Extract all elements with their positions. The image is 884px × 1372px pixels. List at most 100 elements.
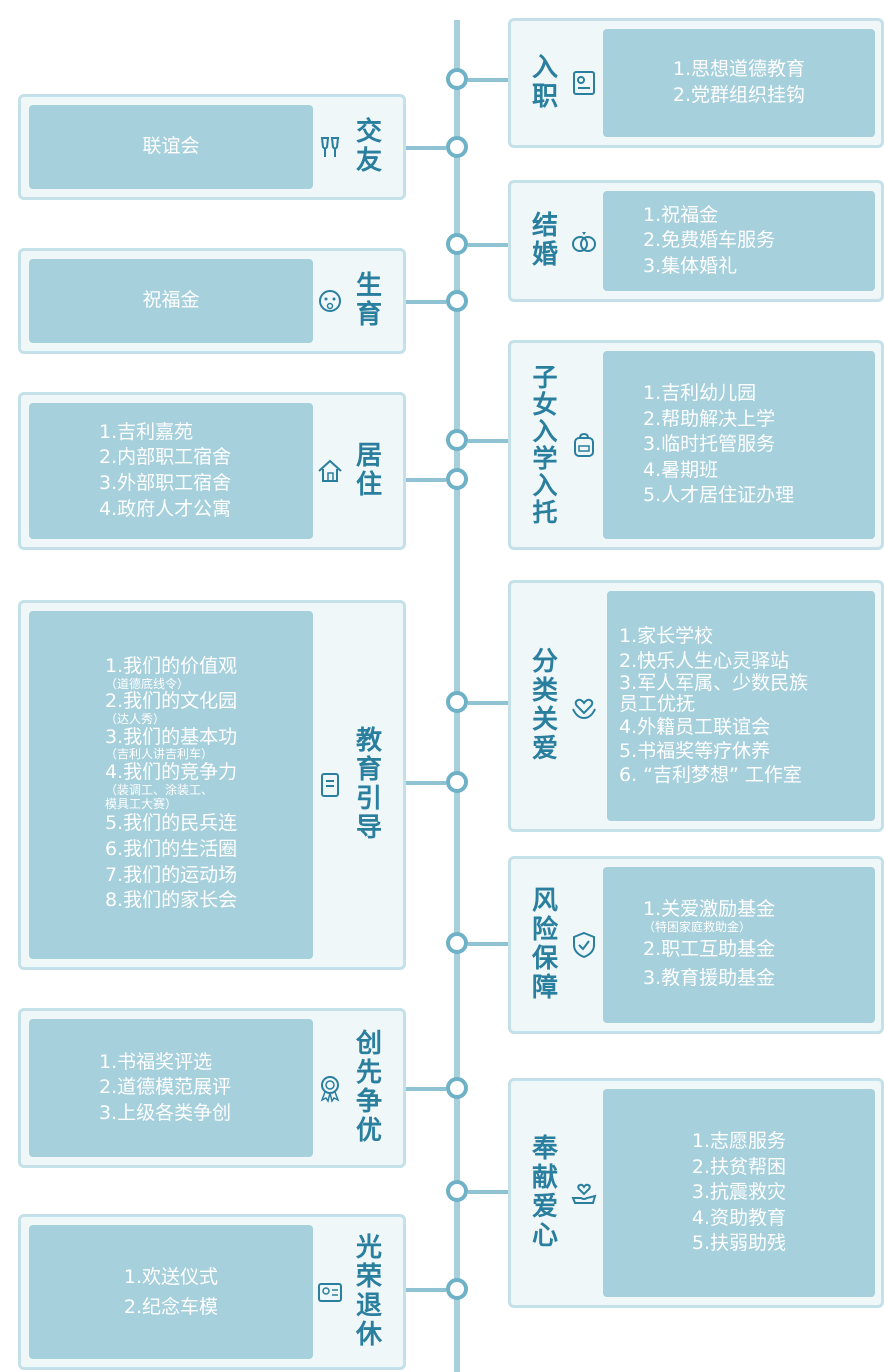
card-title: 奉献爱心 (531, 1133, 558, 1252)
connector (404, 146, 446, 150)
card-jiaoyou: 交友 联谊会 (18, 94, 406, 200)
list-item: 祝福金 (142, 289, 200, 312)
list-item: 2.道德模范展评 (99, 1076, 232, 1099)
list-item: 3.教育援助基金 (643, 966, 776, 989)
card-title: 子女入学入托 (532, 363, 558, 527)
hand-heart-icon (569, 1178, 599, 1208)
list-item: 1.书福奖评选 (99, 1050, 213, 1073)
card-fenlei: 分类关爱 1.家长学校 2.快乐人生心灵驿站 3.军人军属、少数民族 员工优抚 … (508, 580, 884, 832)
list-item: 5.书福奖等疗休养 (619, 740, 771, 763)
card-chuangxian: 创先争优 1.书福奖评选 2.道德模范展评 3.上级各类争创 (18, 1008, 406, 1168)
connector (404, 1087, 446, 1091)
list-item: 7.我们的运动场 (105, 863, 238, 886)
card-title: 教育引导 (355, 725, 382, 844)
list-item: 联谊会 (142, 135, 200, 158)
list-item-note: （特困家庭救助金） (643, 919, 752, 934)
heart-hands-icon (569, 691, 599, 721)
list-item: 1.志愿服务 (691, 1129, 787, 1152)
shield-check-icon (569, 930, 599, 960)
list-item: 4.暑期班 (643, 458, 719, 481)
list-item: 2.我们的文化园 (105, 690, 238, 713)
timeline-node (446, 68, 468, 90)
list-item: 4.政府人才公寓 (99, 497, 232, 520)
connector (468, 1190, 510, 1194)
card-tuixiu: 光荣退休 1.欢送仪式 2.纪念车模 (18, 1214, 406, 1370)
list-item-note: （达人秀） (105, 712, 166, 727)
id-card-icon (569, 68, 599, 98)
certificate-icon (315, 1277, 345, 1307)
document-icon (315, 770, 345, 800)
list-item: 5.我们的民兵连 (105, 812, 238, 835)
list-item: 2.内部职工宿舍 (99, 446, 232, 469)
connector (468, 439, 510, 443)
card-jiehun: 结婚 1.祝福金 2.免费婚车服务 3.集体婚礼 (508, 180, 884, 302)
list-item: 1.吉利幼儿园 (643, 381, 757, 404)
list-item: 2.党群组织挂钩 (672, 84, 806, 106)
list-item: 1.吉利嘉苑 (99, 420, 194, 443)
connector (404, 781, 446, 785)
timeline-node (446, 1180, 468, 1202)
connector (404, 478, 446, 482)
card-title: 风险保障 (531, 885, 558, 1004)
card-zinv: 子女入学入托 1.吉利幼儿园 2.帮助解决上学 3.临时托管服务 4.暑期班 5… (508, 340, 884, 550)
card-fengxian2: 奉献爱心 1.志愿服务 2.扶贫帮困 3.抗震救灾 4.资助教育 5.扶弱助残 (508, 1078, 884, 1308)
list-item: 2.扶贫帮困 (691, 1155, 787, 1178)
list-item: 1.关爱激励基金 (643, 897, 776, 920)
card-title: 生育 (355, 270, 382, 330)
card-title: 光荣退休 (355, 1232, 382, 1351)
card-title: 交友 (355, 116, 382, 176)
card-title: 结婚 (531, 210, 558, 270)
card-ruzhi: 入职 1.思想道德教育 2.党群组织挂钩 (508, 18, 884, 148)
list-item: 4.外籍员工联谊会 (619, 715, 771, 738)
timeline-node (446, 136, 468, 158)
list-item: 3.军人军属、少数民族 (619, 671, 809, 694)
list-item: 6. “吉利梦想” 工作室 (619, 764, 802, 787)
connector (468, 701, 510, 705)
timeline-node (446, 429, 468, 451)
list-item: 3.抗震救灾 (691, 1181, 787, 1204)
list-item: 2.职工互助基金 (643, 938, 776, 961)
list-item: 2.快乐人生心灵驿站 (619, 649, 790, 672)
list-item: 2.免费婚车服务 (643, 229, 776, 252)
card-title: 入职 (531, 52, 558, 112)
baby-icon (315, 286, 345, 316)
timeline-node (446, 468, 468, 490)
card-title: 创先争优 (355, 1028, 382, 1147)
list-item: 4.我们的竞争力 (105, 760, 238, 783)
list-item: 6.我们的生活圈 (105, 838, 238, 861)
card-jiaoyu: 教育引导 1.我们的价值观 （道德底线令） 2.我们的文化园 （达人秀） 3.我… (18, 600, 406, 970)
list-item: 1.家长学校 (619, 625, 714, 648)
list-item-note: （道德底线令） (105, 676, 190, 691)
timeline-node (446, 932, 468, 954)
list-item-note: （装调工、涂装工、 (105, 782, 214, 797)
card-fengxian: 风险保障 1.关爱激励基金 （特困家庭救助金） 2.职工互助基金 3.教育援助基… (508, 856, 884, 1034)
house-icon (315, 456, 345, 486)
card-juzhu: 居住 1.吉利嘉苑 2.内部职工宿舍 3.外部职工宿舍 4.政府人才公寓 (18, 392, 406, 550)
list-item: 1.我们的价值观 (105, 654, 238, 677)
list-item: 3.外部职工宿舍 (99, 472, 232, 494)
list-item: 5.扶弱助残 (691, 1232, 787, 1255)
timeline-node (446, 1278, 468, 1300)
connector (468, 78, 510, 82)
list-item: 3.临时托管服务 (643, 433, 776, 456)
card-shengyu: 生育 祝福金 (18, 248, 406, 354)
list-item: 3.集体婚礼 (643, 254, 738, 277)
timeline-node (446, 290, 468, 312)
list-item: 4.资助教育 (691, 1206, 787, 1229)
list-item: 2.纪念车模 (123, 1296, 219, 1318)
toast-glasses-icon (315, 132, 345, 162)
timeline-node (446, 1077, 468, 1099)
list-item-note: 模具工大赛） (105, 797, 178, 812)
list-item: 1.思想道德教育 (672, 58, 806, 81)
connector (404, 300, 446, 304)
list-item: 5.人才居住证办理 (643, 484, 795, 507)
card-title: 分类关爱 (531, 646, 558, 765)
timeline-node (446, 233, 468, 255)
card-title: 居住 (355, 440, 382, 500)
award-badge-icon (315, 1073, 345, 1103)
list-item: 1.祝福金 (643, 203, 719, 226)
wedding-rings-icon (569, 226, 599, 256)
list-item: 8.我们的家长会 (105, 889, 238, 912)
list-item: 2.帮助解决上学 (643, 407, 776, 430)
list-item: 1.欢送仪式 (123, 1265, 219, 1288)
